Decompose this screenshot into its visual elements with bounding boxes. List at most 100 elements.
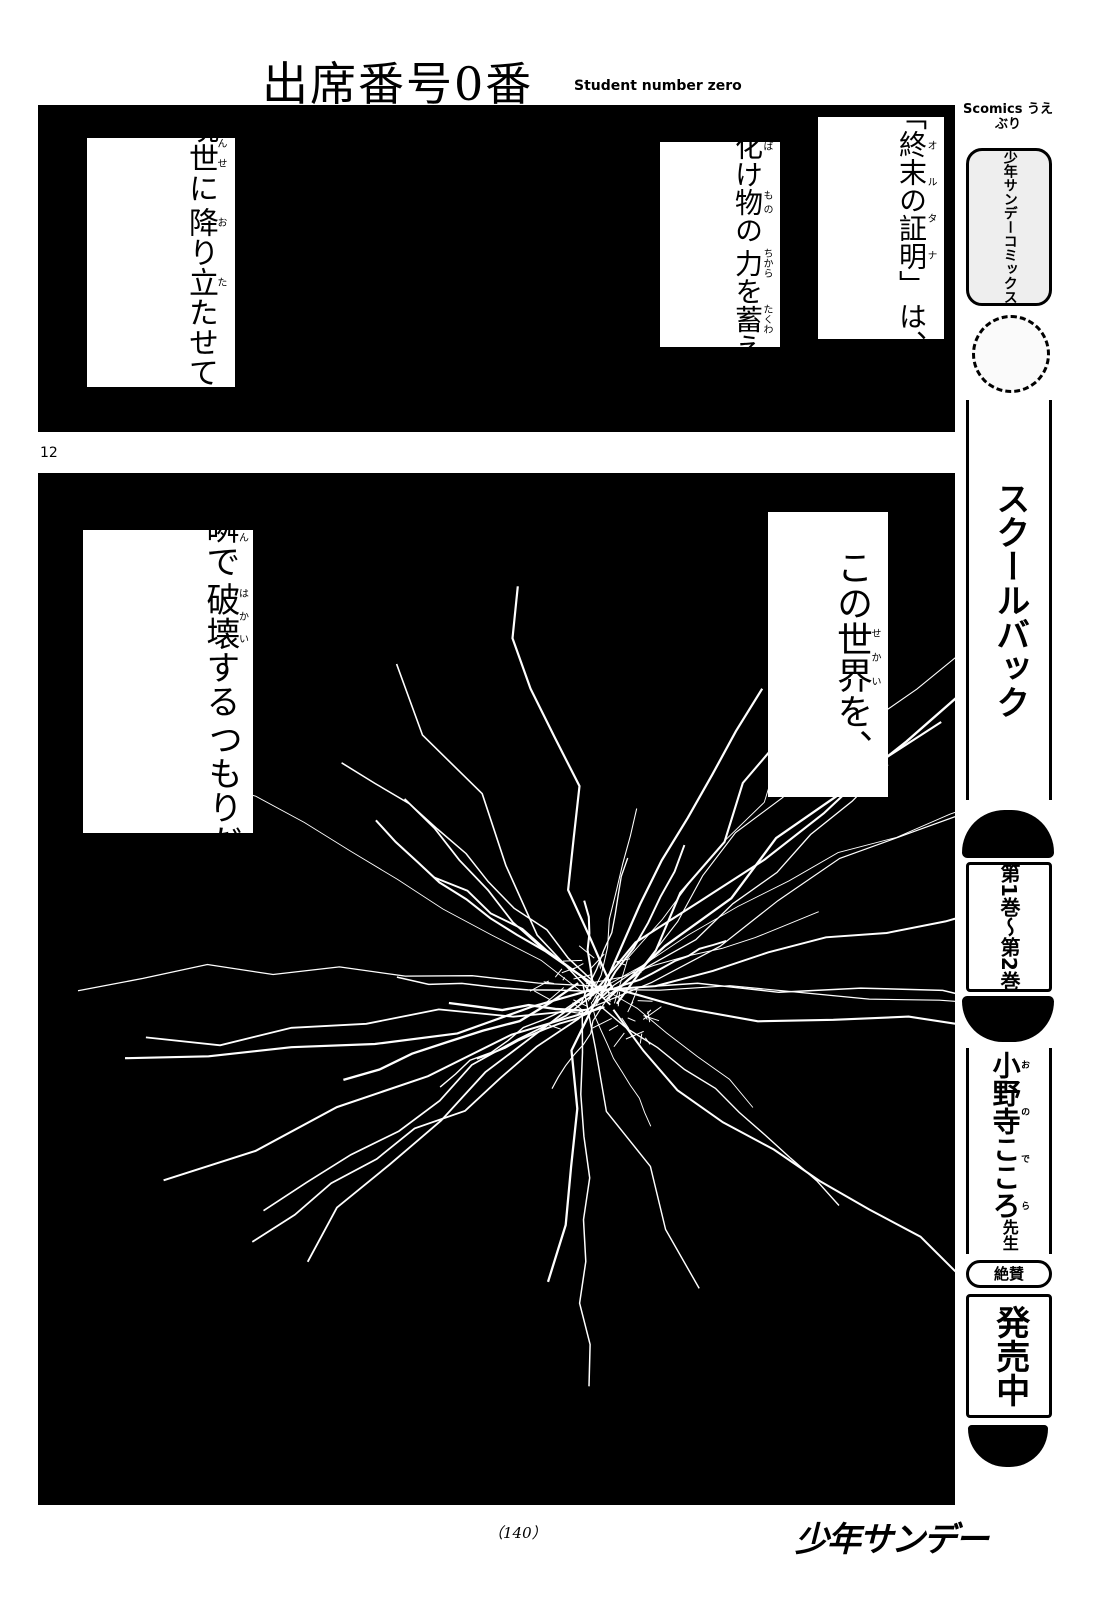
crack-fragment <box>562 959 583 962</box>
crack-fragment <box>644 1037 651 1045</box>
crack-line <box>263 983 607 1212</box>
crack-line <box>589 985 955 1002</box>
crack-line <box>599 844 686 998</box>
tag-label: 絶賛 <box>966 1260 1052 1288</box>
caption-5: 一瞬いっしゅんで破壊はかいするつもりだ。 <box>83 530 253 833</box>
crack-fragment <box>543 981 555 985</box>
crack-fragment <box>578 945 595 959</box>
shattered-glass-cracks <box>77 586 955 1387</box>
crack-fragment <box>625 1030 644 1040</box>
crack-fragment <box>590 953 605 969</box>
crack-fragment <box>647 1011 651 1023</box>
crack-fragment <box>639 1033 643 1044</box>
crack-fragment <box>595 1001 599 1006</box>
caption-text: する <box>200 649 240 718</box>
crack-line <box>606 697 955 1001</box>
crack-fragment <box>572 1002 584 1011</box>
crack-line <box>595 657 955 999</box>
crack-line <box>251 985 614 1243</box>
furigana: オルタナ <box>925 130 936 270</box>
caption-text: 蓄 <box>731 304 764 334</box>
crack-line <box>124 983 612 1060</box>
caption-4: この世界せかいを、 <box>768 512 888 797</box>
character-portrait-icon <box>972 315 1050 393</box>
crack-line <box>587 808 638 1002</box>
crack-fragment <box>573 974 591 980</box>
crack-fragment <box>640 970 642 973</box>
crack-line <box>199 779 584 994</box>
caption-text: 現世 <box>183 138 218 173</box>
caption-line: 力ちからを蓄たくわえて、 <box>721 244 774 347</box>
crack-fragment <box>573 999 588 1007</box>
crack-line <box>546 995 600 1283</box>
status-label: 発売中 <box>966 1294 1052 1418</box>
folio-number: （140） <box>488 1524 547 1542</box>
caption-line: は、 <box>885 298 938 339</box>
crack-line <box>476 1005 602 1060</box>
caption-text: で <box>200 543 240 578</box>
author-name: 小野寺こころおのでら先生 <box>966 1048 1052 1254</box>
crack-line <box>448 1001 583 1012</box>
crack-fragment <box>591 989 600 1003</box>
apple-icon <box>962 810 1054 858</box>
furigana: た <box>215 266 226 297</box>
publisher-logo: 少年サンデー <box>795 1520 989 1560</box>
caption-text: 終末の証明 <box>895 130 928 270</box>
crack-line <box>585 911 819 985</box>
crack-fragment <box>546 987 565 1003</box>
crack-line <box>592 811 955 994</box>
crack-fragment <box>598 958 602 969</box>
caption-text: 「 <box>895 117 928 130</box>
caption-line: 「終末の証明オルタナ」 <box>885 117 938 298</box>
crack-fragment <box>592 1018 612 1029</box>
crack-line <box>375 819 597 987</box>
caption-text: 化 <box>731 142 764 160</box>
sidebar-ad: Scomics うえぶり 少年サンデーコミックス スクールバック 第1巻〜第2巻… <box>958 100 1058 1570</box>
caption-text: たせて、 <box>183 296 218 388</box>
furigana: げんせ <box>215 138 226 173</box>
crack-line <box>77 963 606 992</box>
crack-line <box>615 982 955 995</box>
caption-text: の <box>731 216 764 244</box>
crack-line <box>551 998 608 1089</box>
caption-line: 一瞬いっしゅんで <box>194 530 248 578</box>
author-suffix: 先生 <box>999 1219 1019 1251</box>
crack-line <box>578 1010 591 1387</box>
crack-line <box>599 688 764 994</box>
caption-3: 現世げんせに降おり立たたせて、 <box>87 138 235 387</box>
crack-fragment <box>607 990 611 1002</box>
crack-line <box>511 586 614 990</box>
caption-text: 物 <box>731 188 764 216</box>
apple-bottom-icon <box>962 996 1054 1042</box>
crack-line <box>613 987 955 1025</box>
crack-fragment <box>644 1014 648 1020</box>
author-text: 小野寺こころ <box>988 1051 1022 1219</box>
page-number: 12 <box>40 445 58 461</box>
crack-fragment <box>617 991 621 1007</box>
crack-line <box>395 663 595 997</box>
series-title: 出席番号0番 <box>262 57 534 111</box>
crack-fragment <box>554 968 563 978</box>
furigana: はかい <box>236 581 248 650</box>
watermelon-icon <box>968 1425 1048 1467</box>
caption-text: 」 <box>895 270 928 298</box>
caption-text: 降 <box>183 206 218 237</box>
caption-text: り <box>183 236 218 267</box>
crack-fragment <box>614 958 631 963</box>
caption-line: あの化ばけ物ものの <box>721 142 774 244</box>
panel-bottom: この世界せかいを、 一瞬いっしゅんで破壊はかいするつもりだ。 <box>38 473 955 1505</box>
crack-fragment <box>546 1023 561 1030</box>
crack-line <box>343 982 579 1082</box>
furigana: もの <box>761 188 772 216</box>
caption-text: 世界 <box>831 620 872 693</box>
series-label: 少年サンデーコミックス <box>966 148 1052 306</box>
crack-fragment <box>630 990 638 1006</box>
caption-text: け <box>731 160 764 188</box>
crack-line <box>163 1006 605 1182</box>
crack-line <box>579 857 629 1006</box>
crack-line <box>589 721 942 998</box>
crack-fragment <box>637 1000 653 1002</box>
crack-line <box>594 917 955 992</box>
furigana: いっしゅん <box>237 530 248 544</box>
caption-text: は、 <box>895 302 928 339</box>
